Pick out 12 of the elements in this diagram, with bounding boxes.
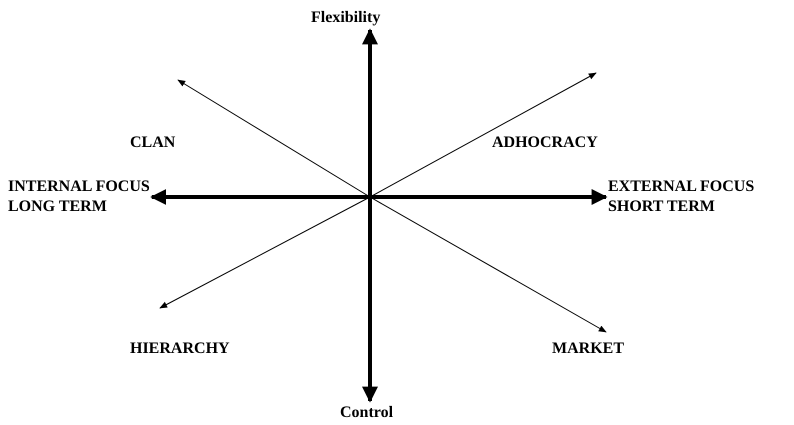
axis-label: Flexibility bbox=[311, 8, 380, 28]
quadrant-label: MARKET bbox=[552, 339, 624, 359]
axis-label: EXTERNAL FOCUS bbox=[608, 177, 754, 197]
axis-arrow bbox=[362, 28, 378, 403]
axis-label: SHORT TERM bbox=[608, 197, 716, 217]
axis-label: LONG TERM bbox=[8, 197, 108, 217]
axis-label: Control bbox=[340, 403, 394, 423]
quadrant-label: ADHOCRACY bbox=[492, 133, 598, 153]
quadrant-label: HIERARCHY bbox=[130, 339, 230, 359]
quadrant-label: CLAN bbox=[130, 133, 176, 153]
axis-arrow bbox=[150, 189, 608, 205]
axis-label: INTERNAL FOCUS bbox=[8, 177, 150, 197]
